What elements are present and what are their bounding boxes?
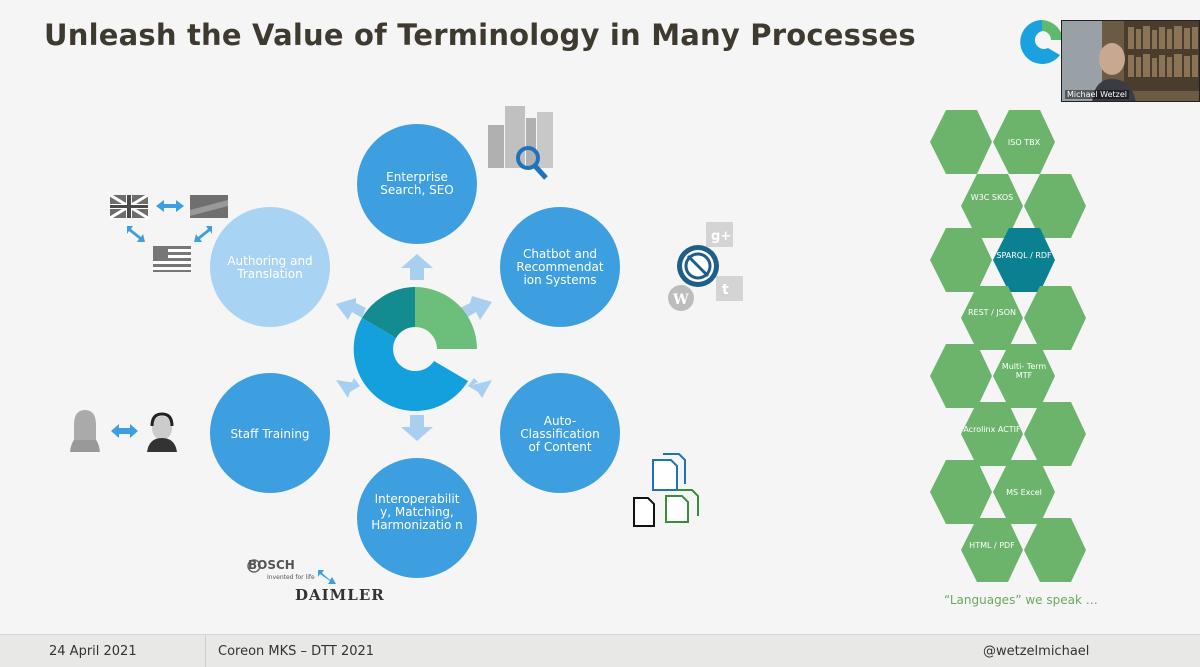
hex-label-w3c: W3C SKOS (970, 193, 1014, 202)
languages-caption: “Languages” we speak … (944, 593, 1098, 607)
arrow-upleft-icon (336, 298, 366, 320)
circle-chatbot (500, 207, 620, 327)
circle-interoperability (357, 458, 477, 578)
enterprise-search-label: Enterprise Search, SEO (380, 170, 454, 197)
chatbot-icon (677, 245, 719, 287)
coreon-center-logo-icon (353, 287, 477, 411)
hex-acrolinx (961, 402, 1023, 466)
slide-title: Unleash the Value of Terminology in Many… (44, 18, 916, 52)
circle-staff-training (210, 373, 330, 493)
slide-footer: 24 April 2021 Coreon MKS – DTT 2021 @wet… (0, 634, 1200, 667)
person-headset-icon (147, 412, 177, 452)
svg-text:W: W (672, 292, 689, 308)
hex-label-msexcel: MS Excel (1006, 488, 1042, 497)
circle-authoring (210, 207, 330, 327)
coreon-logo-icon (1020, 20, 1063, 64)
flag-arrows-icon (127, 200, 212, 242)
hex-label-acrolinx: Acrolinx ACTIF (963, 425, 1021, 434)
footer-date: 24 April 2021 (49, 644, 137, 659)
hex-label-html: HTML / PDF (969, 541, 1015, 550)
arrow-down-icon (401, 415, 433, 441)
hex-label-sparql: SPARQL / RDF (996, 251, 1052, 260)
circle-auto-classification (500, 373, 620, 493)
footer-divider (205, 635, 206, 667)
staff-arrow-icon (111, 424, 138, 438)
bosch-arrow-icon (318, 570, 336, 584)
daimler-logo-text: DAIMLER (295, 586, 385, 604)
hex-multiterm (993, 344, 1055, 408)
webcam-video-icon (1062, 21, 1199, 101)
arrow-up-icon (401, 254, 433, 280)
twitter-icon: t (716, 276, 743, 301)
slide: Unleash the Value of Terminology in Many… (44, 18, 1200, 607)
auto-classification-label: Auto- Classification of Content (520, 414, 600, 454)
hex-label-rest: REST / JSON (967, 308, 1017, 317)
hex-ms-excel (993, 460, 1055, 524)
webcam-video-tile[interactable]: Michael Wetzel (1061, 20, 1200, 102)
svg-text:g+: g+ (711, 229, 731, 244)
bosch-logo-icon (247, 559, 261, 573)
staff-training-label: Staff Training (230, 427, 310, 441)
hex-label-iso: ISO TBX (1007, 138, 1041, 147)
hex-w3c-skos (961, 174, 1023, 238)
hexagon-cluster (930, 110, 1086, 582)
webcam-participant-name: Michael Wetzel (1065, 90, 1130, 99)
wordpress-icon: W (668, 285, 694, 311)
hex-sparql-rdf (993, 228, 1055, 292)
diagram-canvas: g+ t W (70, 20, 1086, 584)
bosch-tagline: Invented for life (267, 574, 315, 581)
arrow-upright-icon (460, 296, 492, 320)
flag-generic-icon (190, 195, 228, 218)
flag-uk-icon (109, 193, 149, 220)
google-plus-icon: g+ (706, 222, 733, 247)
footer-event: Coreon MKS – DTT 2021 (218, 644, 375, 659)
buildings-search-icon (488, 106, 553, 180)
documents-icon (633, 453, 699, 527)
hex-html-pdf (961, 518, 1023, 582)
circle-enterprise-search (357, 124, 477, 244)
flag-greece-icon (153, 246, 191, 272)
footer-handle: @wetzelmichael (983, 644, 1090, 659)
arrow-downright-icon (468, 378, 492, 398)
chatbot-label: Chatbot and Recommendat ion Systems (516, 247, 604, 287)
hex-rest-json (961, 286, 1023, 350)
authoring-label: Authoring and Translation (227, 254, 313, 281)
interoperability-label: Interoperabilit y, Matching, Harmonizati… (371, 492, 463, 532)
svg-text:t: t (722, 282, 729, 298)
bosch-logo-text: BOSCH (248, 558, 295, 572)
hex-iso-tbx (993, 110, 1055, 174)
person-female-icon (70, 410, 100, 452)
arrow-downleft-icon (336, 378, 360, 398)
radial-arrows (336, 254, 492, 441)
hex-label-multiterm: Multi- Term MTF (1001, 362, 1047, 380)
